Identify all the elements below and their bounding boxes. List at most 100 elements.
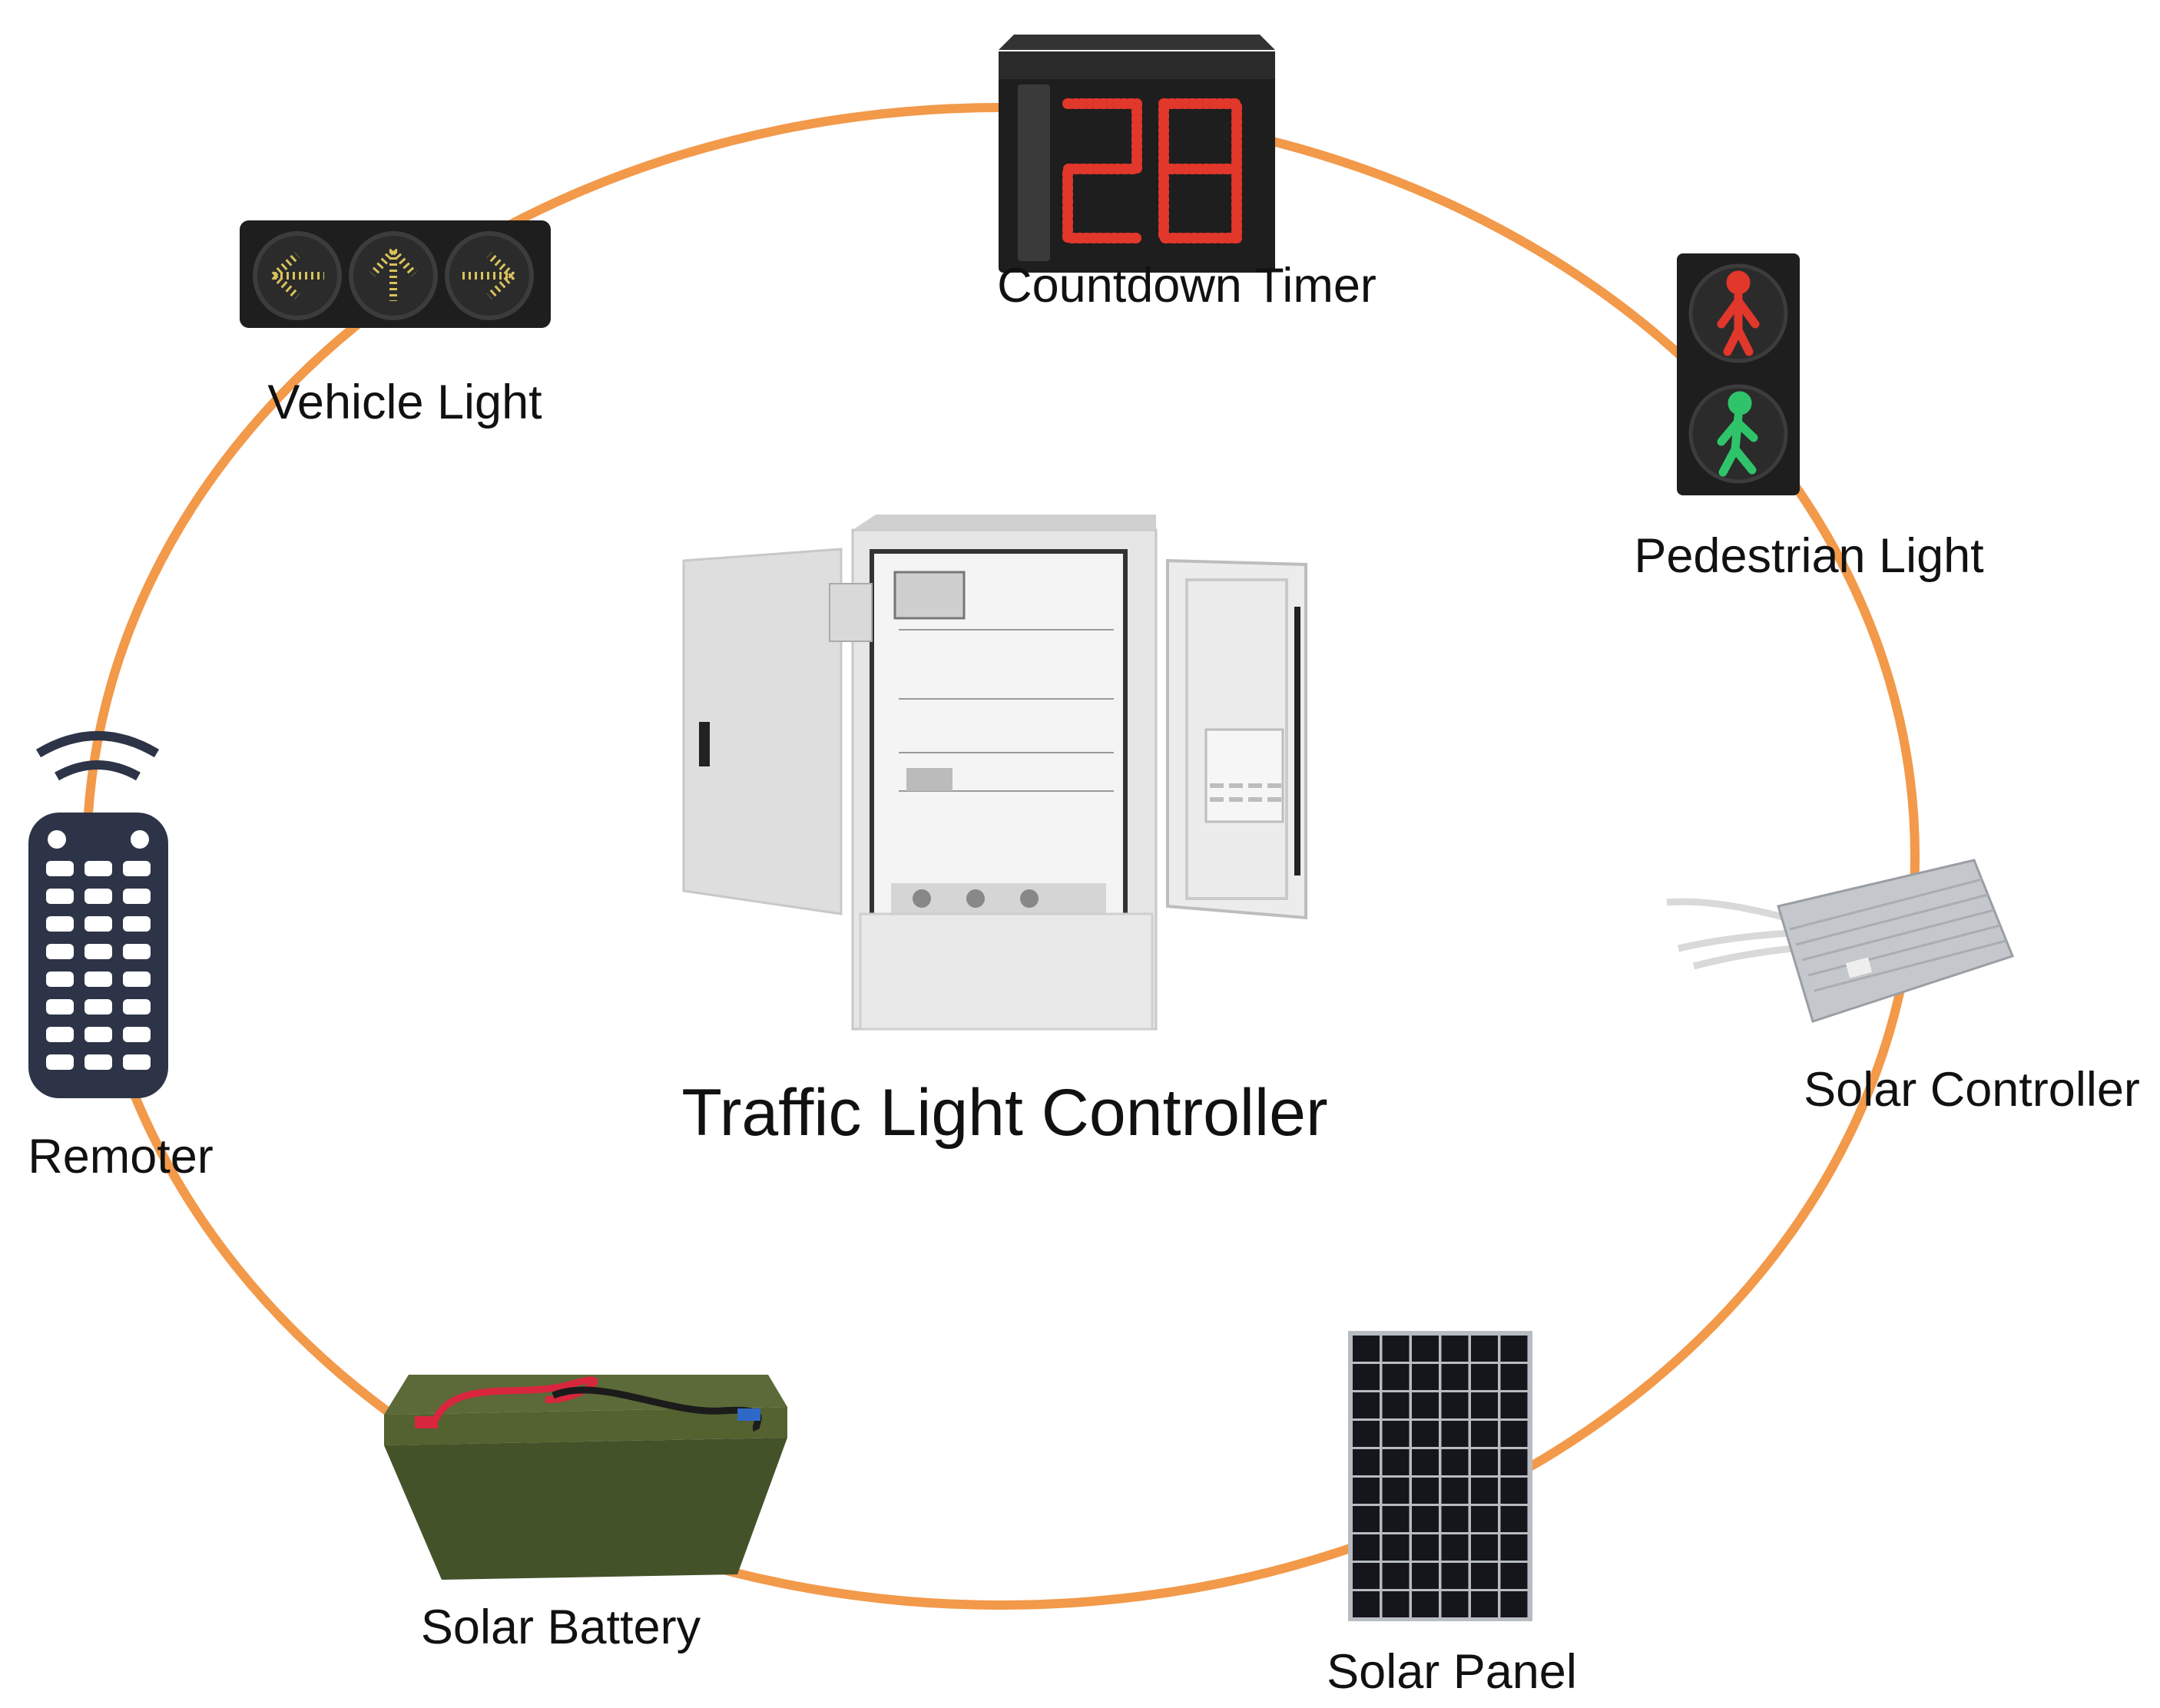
- solar-cell: [1471, 1563, 1498, 1589]
- remote-key: [123, 889, 151, 904]
- controller-cabinet-icon: [682, 515, 1307, 1031]
- solar-cell: [1441, 1591, 1469, 1617]
- solar-cell: [1382, 1591, 1410, 1617]
- countdown-timer-icon: 28: [999, 35, 1275, 273]
- solar-cell: [1412, 1563, 1439, 1589]
- solar-cell: [1382, 1478, 1410, 1504]
- solar-panel-icon: [1348, 1331, 1532, 1621]
- solar-cell: [1441, 1449, 1469, 1475]
- remote-key: [123, 861, 151, 876]
- solar-cell: [1471, 1534, 1498, 1561]
- solar-cell: [1441, 1392, 1469, 1418]
- solar-cell: [1500, 1449, 1528, 1475]
- solar-cell: [1353, 1421, 1380, 1447]
- solar-cell: [1382, 1392, 1410, 1418]
- solar-cell: [1412, 1591, 1439, 1617]
- remote-key: [46, 944, 74, 959]
- traffic-light-controller-label: Traffic Light Controller: [681, 1076, 1327, 1150]
- remote-key: [84, 1054, 112, 1070]
- remote-key: [46, 889, 74, 904]
- remote-control-icon: [28, 731, 168, 1098]
- solar-cell: [1382, 1534, 1410, 1561]
- solar-cell: [1471, 1392, 1498, 1418]
- vehicle-light-icon: [240, 220, 551, 328]
- solar-cell: [1500, 1364, 1528, 1390]
- solar-cell: [1500, 1336, 1528, 1362]
- remote-key: [46, 916, 74, 932]
- solar-cell: [1382, 1563, 1410, 1589]
- solar-cell: [1382, 1364, 1410, 1390]
- solar-cell: [1441, 1506, 1469, 1532]
- remote-key: [46, 972, 74, 987]
- solar-panel-label: Solar Panel: [1327, 1645, 1577, 1699]
- solar-cell: [1353, 1478, 1380, 1504]
- solar-cell: [1412, 1392, 1439, 1418]
- solar-cell: [1441, 1421, 1469, 1447]
- remote-key: [84, 944, 112, 959]
- remote-key: [84, 861, 112, 876]
- solar-cell: [1353, 1449, 1380, 1475]
- solar-battery-label: Solar Battery: [421, 1600, 701, 1654]
- remote-key: [46, 861, 74, 876]
- remote-key: [84, 916, 112, 932]
- remote-key: [84, 1027, 112, 1042]
- solar-cell: [1412, 1421, 1439, 1447]
- solar-cell: [1471, 1591, 1498, 1617]
- solar-controller-label: Solar Controller: [1804, 1063, 2140, 1117]
- solar-cell: [1412, 1336, 1439, 1362]
- pedestrian-light-label: Pedestrian Light: [1634, 529, 1984, 583]
- solar-cell: [1382, 1336, 1410, 1362]
- solar-battery-icon: [384, 1375, 787, 1580]
- solar-cell: [1353, 1506, 1380, 1532]
- remote-key: [123, 944, 151, 959]
- solar-cell: [1471, 1449, 1498, 1475]
- solar-cell: [1353, 1392, 1380, 1418]
- solar-cell: [1441, 1336, 1469, 1362]
- solar-cell: [1412, 1506, 1439, 1532]
- remote-key: [46, 999, 74, 1015]
- solar-cell: [1471, 1336, 1498, 1362]
- remote-key: [123, 972, 151, 987]
- solar-cell: [1353, 1563, 1380, 1589]
- solar-cell: [1353, 1364, 1380, 1390]
- solar-cell: [1412, 1478, 1439, 1504]
- solar-cell: [1353, 1591, 1380, 1617]
- solar-cell: [1412, 1449, 1439, 1475]
- solar-cell: [1500, 1563, 1528, 1589]
- solar-cell: [1353, 1534, 1380, 1561]
- solar-cell: [1382, 1421, 1410, 1447]
- solar-cell: [1441, 1534, 1469, 1561]
- remote-key: [123, 1027, 151, 1042]
- solar-cell: [1441, 1478, 1469, 1504]
- solar-cell: [1471, 1421, 1498, 1447]
- remote-key: [46, 1027, 74, 1042]
- solar-cell: [1500, 1534, 1528, 1561]
- solar-cell: [1500, 1421, 1528, 1447]
- pedestrian-light-icon: [1677, 253, 1800, 495]
- vehicle-light-label: Vehicle Light: [267, 376, 542, 429]
- solar-cell: [1471, 1364, 1498, 1390]
- solar-cell: [1412, 1364, 1439, 1390]
- solar-cell: [1500, 1392, 1528, 1418]
- remote-key: [123, 916, 151, 932]
- countdown-timer-label: Countdown Timer: [997, 259, 1377, 313]
- remote-key: [123, 1054, 151, 1070]
- solar-cell: [1382, 1506, 1410, 1532]
- remote-key: [46, 1054, 74, 1070]
- solar-cell: [1382, 1449, 1410, 1475]
- remote-key: [84, 972, 112, 987]
- solar-cell: [1500, 1478, 1528, 1504]
- solar-cell: [1441, 1364, 1469, 1390]
- remote-key: [84, 889, 112, 904]
- solar-cell: [1471, 1478, 1498, 1504]
- solar-controller-icon: [1666, 859, 2014, 1023]
- solar-cell: [1441, 1563, 1469, 1589]
- remote-key: [123, 999, 151, 1015]
- remoter-label: Remoter: [28, 1130, 214, 1183]
- solar-cell: [1412, 1534, 1439, 1561]
- solar-cell: [1471, 1506, 1498, 1532]
- solar-cell: [1500, 1506, 1528, 1532]
- remote-key: [84, 999, 112, 1015]
- solar-cell: [1353, 1336, 1380, 1362]
